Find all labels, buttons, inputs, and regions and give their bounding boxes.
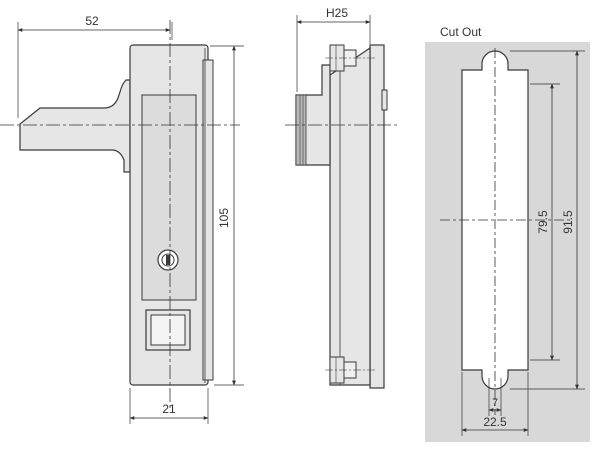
lever-handle xyxy=(19,79,131,173)
dim-overall-width-label: 52 xyxy=(85,14,99,28)
dim-depth-label: H25 xyxy=(326,6,348,20)
dim-body-width-label: 21 xyxy=(162,402,176,416)
dim-notch-width-label: 7 xyxy=(492,397,498,409)
dim-height-label: 105 xyxy=(217,208,231,228)
side-view: H25 xyxy=(285,6,400,389)
key-cylinder-icon xyxy=(157,249,179,271)
cutout-title: Cut Out xyxy=(440,25,482,39)
front-view: 52 105 21 xyxy=(0,14,244,424)
side-body xyxy=(329,46,371,386)
dim-total-height-label: 91.5 xyxy=(561,210,575,234)
dim-slot-height-label: 79.5 xyxy=(536,210,550,234)
front-body-rim xyxy=(202,59,214,381)
dim-width-label: 22.5 xyxy=(483,415,507,429)
cutout-view: Cut Out 79.5 91.5 7 22.5 xyxy=(425,25,590,442)
